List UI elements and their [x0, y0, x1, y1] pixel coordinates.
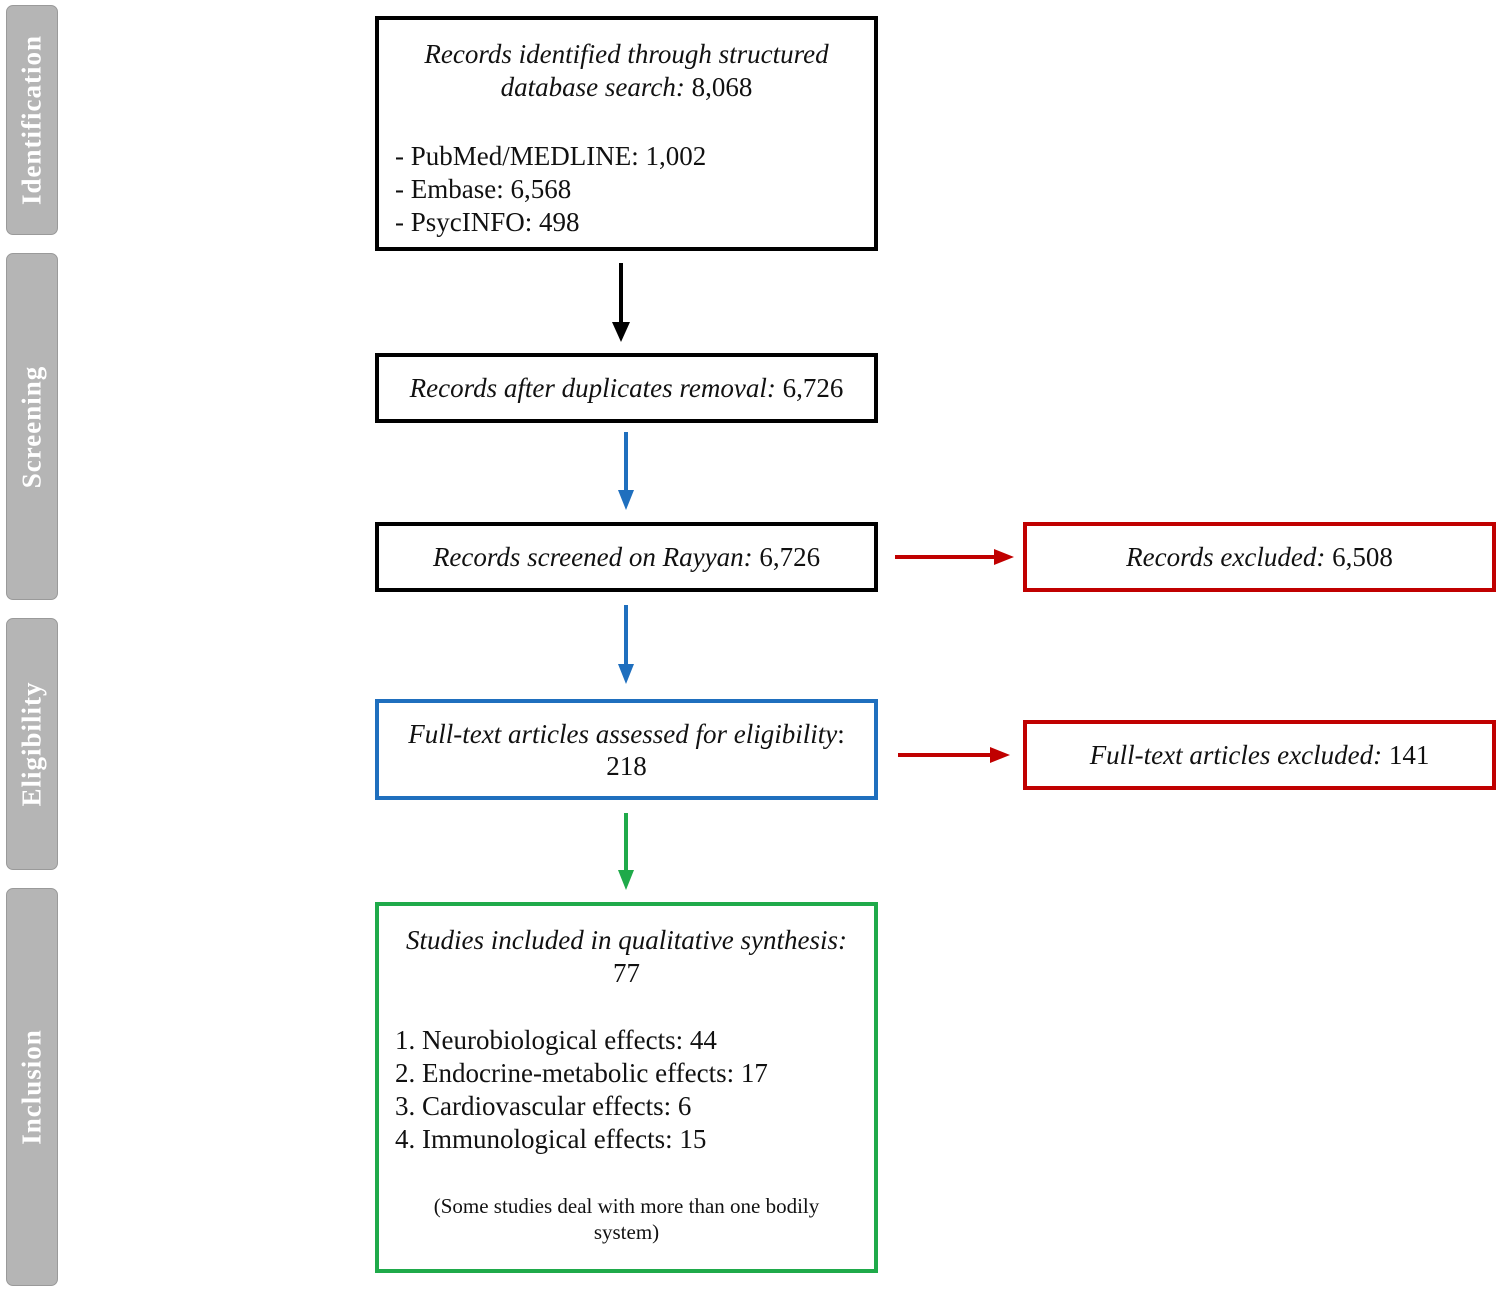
excluded-count: 6,508: [1332, 542, 1393, 572]
included-item-cardio: 3. Cardiovascular effects: 6: [395, 1091, 692, 1121]
fulltext-text: Full-text articles assessed for eligibil…: [408, 718, 844, 750]
identified-sources: - PubMed/MEDLINE: 1,002 - Embase: 6,568 …: [395, 140, 706, 239]
fulltext-label: Full-text articles assessed for eligibil…: [408, 718, 838, 749]
excluded-box: Records excluded: 6,508: [1023, 522, 1496, 592]
fulltext-excluded-count: 141: [1388, 740, 1430, 770]
arrow-fulltext-to-excluded: [898, 747, 1010, 763]
phase-screening: Screening: [6, 253, 58, 600]
fulltext-excluded-label: Full-text articles excluded:: [1089, 740, 1383, 770]
dedup-box: Records after duplicates removal: 6,726: [375, 353, 878, 423]
fulltext-colon: :: [837, 718, 845, 749]
source-psycinfo: - PsycINFO: 498: [395, 207, 580, 237]
identified-label: Records identified through structured da…: [424, 39, 829, 102]
arrow-screened-to-excluded: [895, 549, 1014, 565]
phase-inclusion: Inclusion: [6, 888, 58, 1286]
identified-box: Records identified through structured da…: [375, 16, 878, 251]
arrow-dedup-to-screened: [618, 432, 634, 510]
fulltext-box: Full-text articles assessed for eligibil…: [375, 699, 878, 800]
dedup-text: Records after duplicates removal: 6,726: [410, 372, 844, 404]
included-item-neuro: 1. Neurobiological effects: 44: [395, 1025, 717, 1055]
arrow-identified-to-dedup: [612, 263, 630, 342]
included-item-endocrine: 2. Endocrine-metabolic effects: 17: [395, 1058, 768, 1088]
excluded-label: Records excluded:: [1126, 542, 1326, 572]
screened-label: Records screened on Rayyan:: [432, 542, 753, 572]
included-heading: Studies included in qualitative synthesi…: [389, 924, 864, 990]
included-count: 77: [613, 958, 640, 988]
phase-eligibility: Eligibility: [6, 618, 58, 870]
identified-count: 8,068: [691, 72, 753, 102]
source-pubmed: - PubMed/MEDLINE: 1,002: [395, 141, 707, 171]
included-box: Studies included in qualitative synthesi…: [375, 902, 878, 1273]
dedup-count: 6,726: [782, 373, 844, 403]
included-list: 1. Neurobiological effects: 44 2. Endocr…: [395, 1024, 768, 1156]
screened-box: Records screened on Rayyan: 6,726: [375, 522, 878, 592]
included-label: Studies included in qualitative synthesi…: [406, 925, 847, 955]
phase-identification: Identification: [6, 5, 58, 235]
fulltext-count: 218: [606, 750, 647, 781]
fulltext-excluded-box: Full-text articles excluded: 141: [1023, 720, 1496, 790]
screened-count: 6,726: [759, 542, 821, 572]
screened-text: Records screened on Rayyan: 6,726: [433, 541, 820, 573]
arrow-fulltext-to-included: [618, 813, 634, 890]
identified-heading: Records identified through structured da…: [409, 38, 844, 104]
included-note: (Some studies deal with more than one bo…: [433, 1194, 820, 1244]
fulltext-excluded-text: Full-text articles excluded: 141: [1090, 739, 1430, 771]
arrow-screened-to-fulltext: [618, 605, 634, 684]
included-item-immuno: 4. Immunological effects: 15: [395, 1124, 707, 1154]
excluded-text: Records excluded: 6,508: [1126, 541, 1393, 573]
dedup-label: Records after duplicates removal:: [409, 373, 776, 403]
source-embase: - Embase: 6,568: [395, 174, 572, 204]
